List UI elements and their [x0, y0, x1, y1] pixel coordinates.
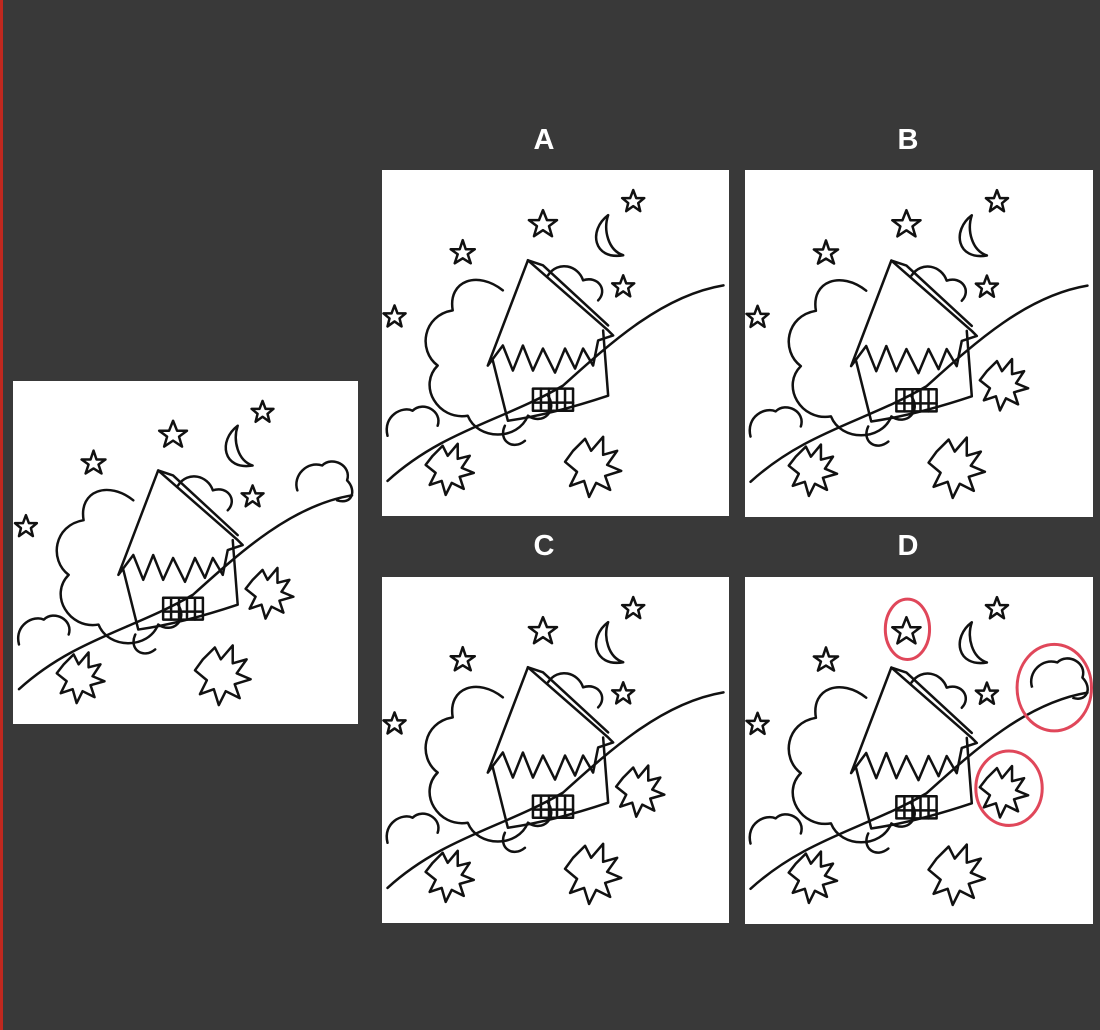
- house-foot: [132, 633, 157, 655]
- reference-drawing: [13, 399, 354, 707]
- star-5: [13, 513, 39, 538]
- hill-line: [17, 494, 354, 691]
- star-1: [157, 419, 189, 448]
- window: [161, 596, 205, 621]
- option-label-d: D: [897, 530, 919, 562]
- moon: [224, 424, 254, 468]
- option-a-drawing: [382, 188, 725, 499]
- roof-bush: [176, 475, 233, 512]
- option-label-b: B: [897, 124, 919, 156]
- star-3: [80, 449, 107, 475]
- tuft-3: [193, 644, 252, 707]
- reference-picture: [13, 381, 358, 724]
- right-tree-bush: [295, 460, 354, 503]
- option-label-c: C: [533, 530, 555, 562]
- difference-marker-1: [883, 597, 932, 661]
- option-a-picture[interactable]: [382, 170, 729, 516]
- difference-marker-2: [1015, 642, 1093, 733]
- left-shrub: [16, 614, 71, 646]
- option-b-drawing: [745, 188, 1089, 500]
- big-bush: [55, 488, 183, 645]
- star-2: [250, 399, 275, 424]
- tuft-2: [55, 651, 106, 705]
- roof: [117, 469, 244, 584]
- window-bars: [161, 596, 205, 621]
- tuft-1: [244, 566, 295, 620]
- option-c-drawing: [382, 595, 725, 906]
- left-edge-strip: [0, 0, 3, 1030]
- option-b-picture[interactable]: [745, 170, 1093, 517]
- difference-marker-3: [974, 749, 1044, 827]
- option-d-picture[interactable]: [745, 577, 1093, 924]
- option-d-drawing: [745, 595, 1093, 907]
- roof-ridge: [156, 469, 239, 537]
- option-c-picture[interactable]: [382, 577, 729, 923]
- option-label-a: A: [533, 124, 555, 156]
- star-4: [240, 484, 265, 508]
